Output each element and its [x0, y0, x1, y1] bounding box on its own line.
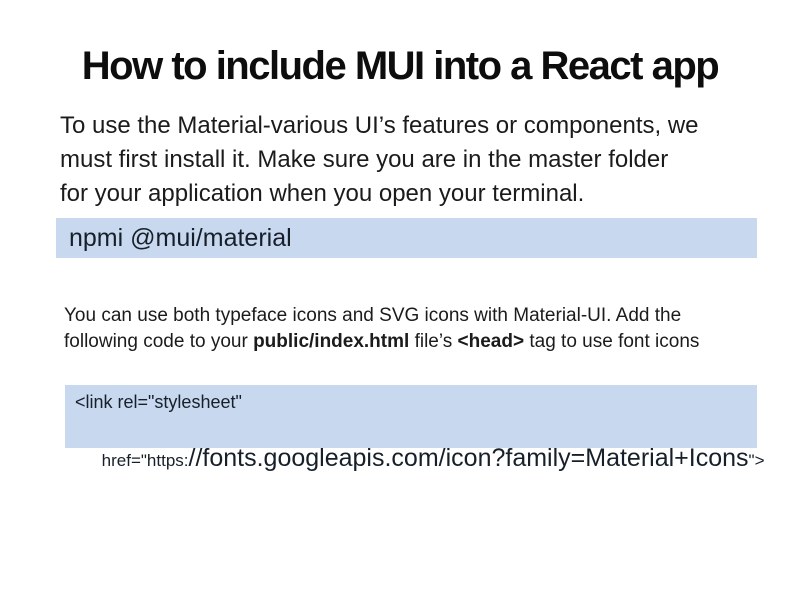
intro-line-1: To use the Material-various UI’s feature…	[60, 112, 699, 139]
intro-line-3: for your application when you open your …	[60, 180, 585, 207]
intro-line-2: must first install it. Make sure you are…	[60, 146, 669, 173]
slide-title: How to include MUI into a React app	[81, 44, 720, 88]
link-code-url: //fonts.googleapis.com/icon?family=Mater…	[188, 444, 749, 472]
icons-note-head-tag: <head>	[457, 331, 525, 352]
intro-paragraph: To use the Material-various UI’s feature…	[60, 109, 750, 211]
icons-note-line2-start: following code to your	[64, 331, 254, 352]
install-command-text: npmi @mui/material	[69, 223, 292, 252]
icons-note-filename: public/index.html	[253, 331, 410, 352]
link-code-block: <link rel="stylesheet" href="https://fon…	[65, 385, 765, 472]
link-code-line-2: href="https://fonts.googleapis.com/icon?…	[75, 413, 765, 507]
link-code-suffix: ">	[748, 451, 765, 470]
icons-note-paragraph: You can use both typeface icons and SVG …	[64, 303, 744, 355]
link-code-line-1: <link rel="stylesheet"	[75, 392, 242, 412]
icons-note-line-1: You can use both typeface icons and SVG …	[64, 305, 682, 326]
icons-note-line-2: following code to your public/index.html…	[64, 329, 744, 355]
icons-note-line2-mid: file’s	[409, 331, 458, 352]
link-code-href-prefix: href="https:	[101, 451, 189, 470]
icons-note-line2-end: tag to use font icons	[524, 331, 700, 352]
install-command-block: npmi @mui/material	[56, 218, 757, 258]
